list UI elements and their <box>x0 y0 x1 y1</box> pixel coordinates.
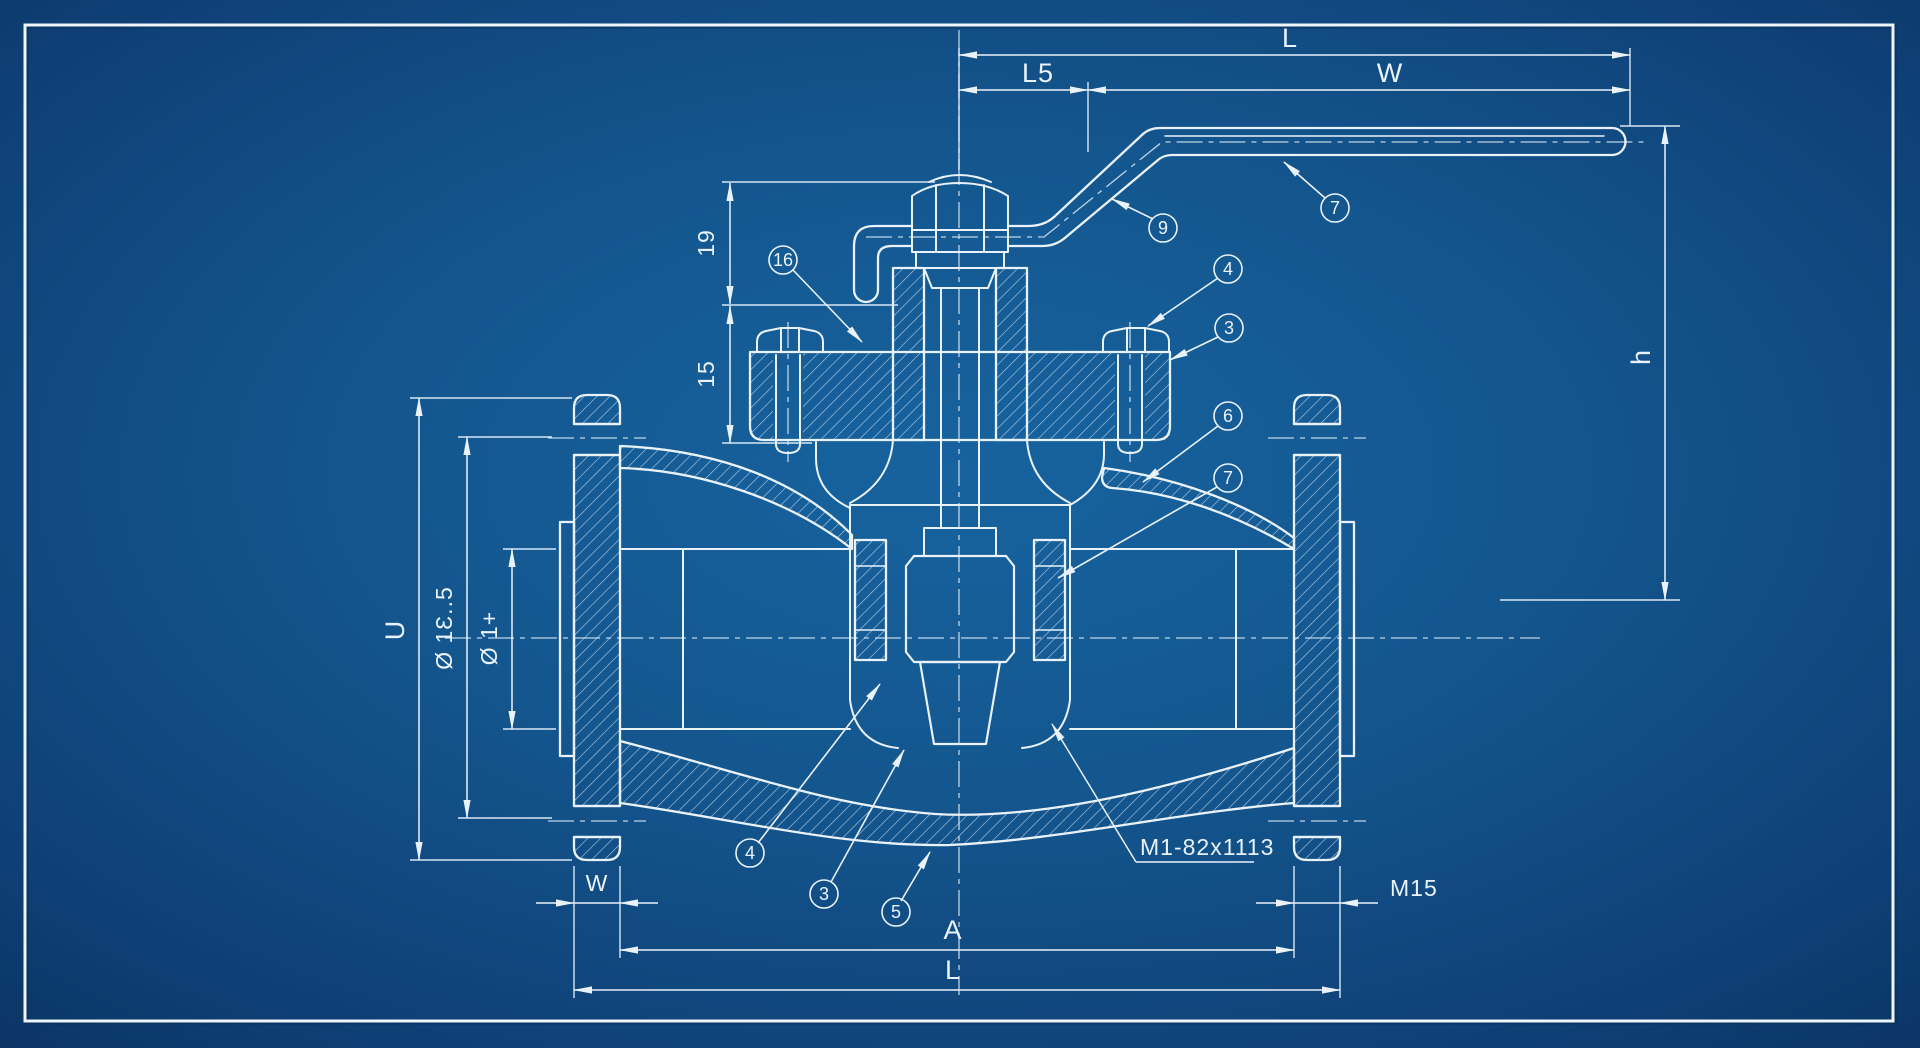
gland-bolts <box>756 327 1170 454</box>
stem <box>940 287 980 529</box>
stem-nut <box>911 182 1009 253</box>
bonnet-flange <box>748 350 1172 442</box>
seat-rings <box>853 538 1067 662</box>
dim-label-15: 15 <box>693 360 719 388</box>
dimension-lines <box>415 51 1669 994</box>
stuffing-box <box>849 266 1071 504</box>
valve-drawing <box>558 126 1627 862</box>
dim-label-19: 19 <box>693 229 719 257</box>
dim-label-L5: L5 <box>1022 58 1054 88</box>
dim-label-bolt-circle: Ø 1Ɛ..5 <box>431 586 457 670</box>
dim-label-U: U <box>380 620 410 641</box>
plug <box>904 554 1016 746</box>
left-raised-face <box>558 520 576 758</box>
body-bottom-wall <box>618 739 1296 847</box>
dim-label-h: h <box>1626 349 1656 365</box>
extension-lines <box>410 48 1680 998</box>
callout-3-bottom: 3 <box>819 884 829 904</box>
thread-note: M1-82x1113 <box>1051 723 1274 863</box>
callout-7-mid: 7 <box>1223 468 1233 488</box>
callout-4-bottom-circle <box>735 838 765 868</box>
callout-5: 5 <box>891 902 901 922</box>
right-flange <box>1292 393 1356 862</box>
dim-label-L-top: L <box>1282 23 1298 53</box>
dim-label-M15: M15 <box>1390 875 1438 901</box>
left-flange <box>558 393 622 862</box>
left-bore-lines <box>619 548 851 730</box>
callout-6-circle <box>1213 401 1243 431</box>
callout-4-top-circle <box>1213 254 1243 284</box>
gland-follower <box>923 267 997 289</box>
centerlines <box>445 30 1645 995</box>
callout-9-circle <box>1148 213 1178 243</box>
dim-label-bore: Ø 1+ <box>476 611 502 666</box>
callout-9: 9 <box>1158 218 1168 238</box>
handle <box>852 126 1627 304</box>
callout-6: 6 <box>1223 406 1233 426</box>
right-raised-face <box>1338 520 1356 758</box>
callout-3-top: 3 <box>1224 318 1234 338</box>
callout-5-circle <box>881 897 911 927</box>
dim-label-W-bottom: W <box>586 870 609 896</box>
dim-label-L-bottom: L <box>945 955 961 985</box>
weld-lines <box>682 548 1237 730</box>
dim-label-A: A <box>943 915 962 945</box>
bolt-circle-centerlines <box>548 437 1366 822</box>
border-frame <box>23 23 1895 1023</box>
handle-centerline <box>866 141 1645 238</box>
callout-3-top-circle <box>1214 313 1244 343</box>
callout-4-bottom: 4 <box>745 843 755 863</box>
stem-assembly <box>911 174 1009 557</box>
stem-nut-dome <box>928 174 992 183</box>
callout-4-top: 4 <box>1223 259 1233 279</box>
callouts: 16 9 7 4 3 6 7 4 3 5 <box>735 161 1350 927</box>
body-neck-walls <box>618 441 1296 551</box>
gland-bolt-centerlines <box>787 322 1131 462</box>
callout-7-mid-circle <box>1213 463 1243 493</box>
callout-7-top: 7 <box>1330 198 1340 218</box>
callout-16: 16 <box>773 250 793 270</box>
dimension-labels: L L5 W h 19 15 U Ø 1Ɛ..5 Ø 1+ W M15 A L <box>380 23 1656 985</box>
dim-label-W-top: W <box>1377 58 1403 88</box>
thread-note-label: M1-82x1113 <box>1140 834 1274 860</box>
callout-3-bottom-circle <box>809 879 839 909</box>
callout-7-top-circle <box>1320 193 1350 223</box>
callout-16-circle <box>768 245 798 275</box>
